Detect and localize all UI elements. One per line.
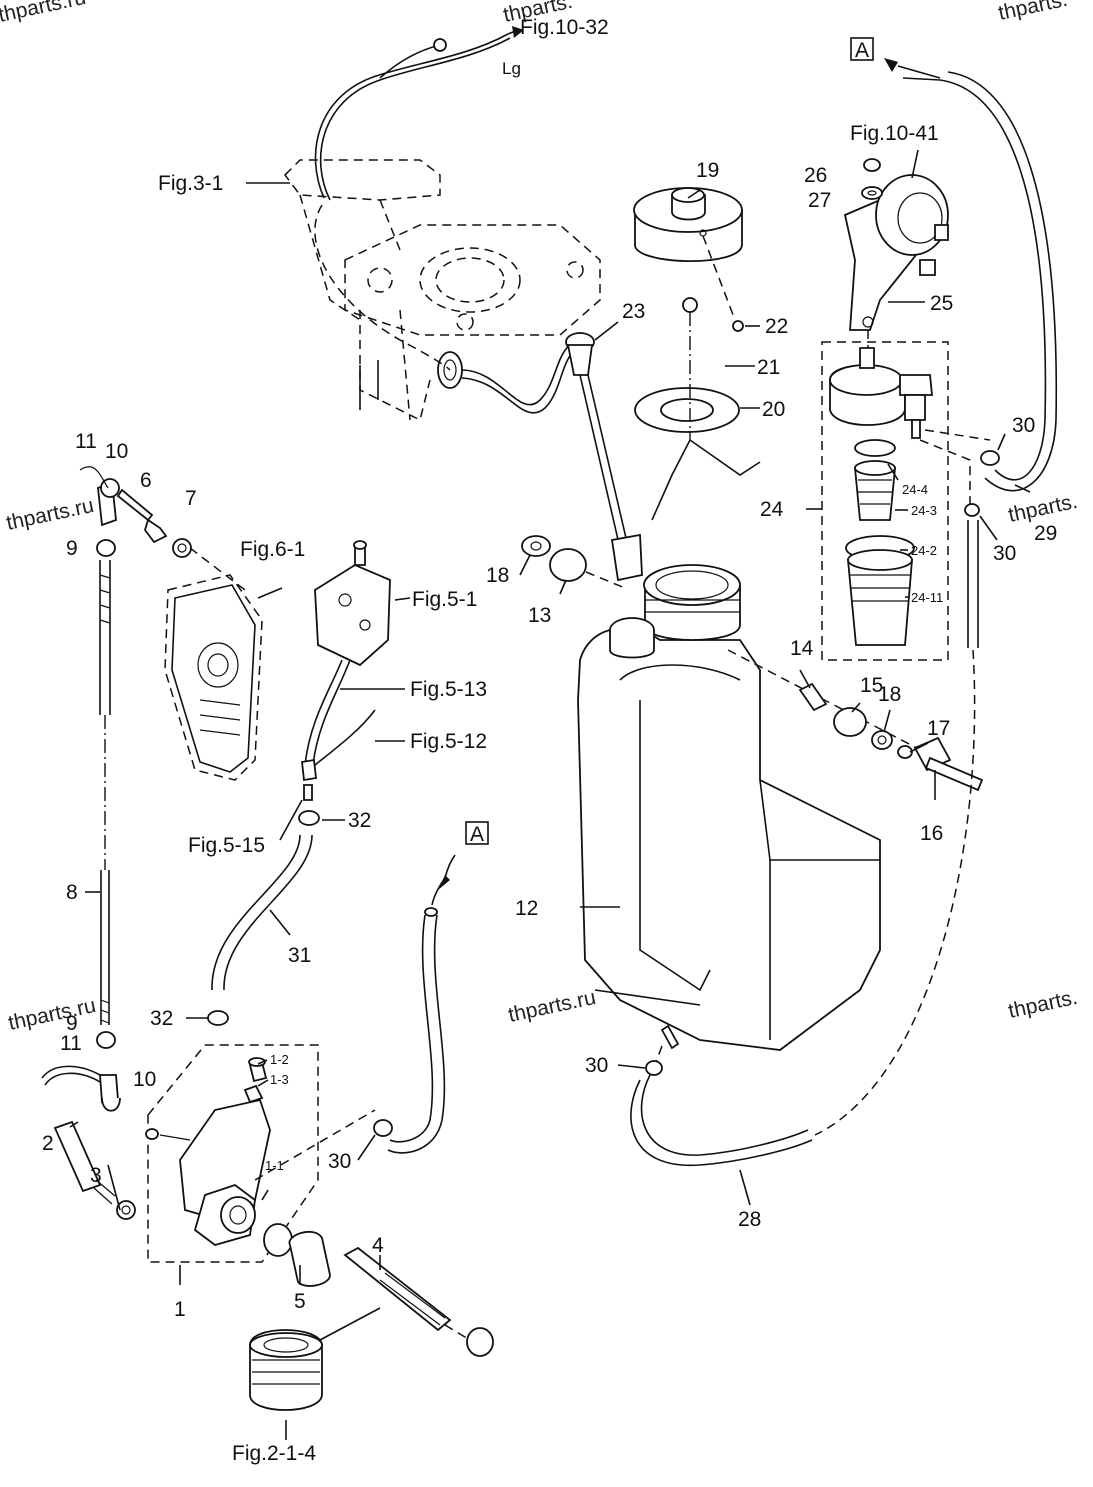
part-label: 30: [1012, 414, 1035, 437]
ref-fig-3-1: Fig.3-1: [158, 172, 223, 195]
ref-fig-6-1: Fig.6-1: [240, 538, 305, 561]
connector-label: A: [855, 39, 869, 62]
part-label: 13: [528, 604, 551, 627]
watermark: thparts.ru: [0, 0, 88, 27]
oil-pump: [145, 1057, 376, 1257]
part-label: 1: [174, 1298, 186, 1321]
ref-fig-5-12: Fig.5-12: [410, 730, 487, 753]
oil-tank-cap: [633, 187, 743, 263]
part-label: 4: [372, 1234, 384, 1257]
part-label: 24-4: [902, 482, 928, 497]
part-label: 24-11: [911, 590, 943, 605]
fig-6-1-bracket: [164, 574, 263, 781]
connector-mark-top: A: [850, 37, 874, 62]
dipstick: [565, 332, 643, 582]
watermark: thparts.: [996, 0, 1069, 25]
part-label: 9: [66, 537, 78, 560]
part-label: 21: [757, 356, 780, 379]
cap-chain: [651, 235, 761, 521]
ref-fig-10-41: Fig.10-41: [850, 122, 939, 145]
washer-18: [521, 535, 551, 557]
part-label: 30: [585, 1054, 608, 1077]
nut-13: [549, 548, 587, 582]
screw-22: [732, 320, 744, 332]
part-label: 29: [1034, 522, 1057, 545]
part-label: 18: [878, 683, 901, 706]
part-label: 14: [790, 637, 814, 660]
part-label: 28: [738, 1208, 761, 1231]
oil-hose-to-a: [373, 854, 456, 1154]
part-label: 8: [66, 881, 78, 904]
part-label: 31: [288, 944, 311, 967]
wire-harness: [314, 26, 586, 414]
oil-tank: [577, 564, 881, 1051]
part-label: 32: [348, 809, 371, 832]
ref-fig-2-1-4: Fig.2-1-4: [232, 1442, 316, 1465]
leader-lines: [69, 149, 1031, 1440]
ref-fig-10-32: Fig.10-32: [520, 16, 609, 39]
part-label: 22: [765, 315, 788, 338]
figure-references: Fig.10-32 Fig.3-1 Fig.10-41 Fig.6-1 Fig.…: [158, 16, 939, 1465]
part-label: 30: [328, 1150, 351, 1173]
watermark: thparts.ru: [506, 986, 598, 1027]
part-label: 12: [515, 897, 538, 920]
ref-fig-5-1: Fig.5-1: [412, 588, 477, 611]
wire-color-code: Lg: [502, 59, 521, 78]
part-label: 32: [150, 1007, 173, 1030]
filter-bracket: [843, 158, 949, 348]
filter-assembly-box: [821, 341, 949, 661]
part-number-labels: 1 1-1 1-2 1-3 2 3 4 5 6 7 8 9 9 10 10 11…: [42, 159, 1057, 1321]
arrow-icon: [512, 26, 524, 38]
watermark: thparts.: [1006, 986, 1079, 1023]
part-label: 1-3: [270, 1072, 289, 1087]
ref-fig-5-15: Fig.5-15: [188, 834, 265, 857]
part-label: 7: [185, 487, 197, 510]
part-label: 10: [105, 440, 128, 463]
part-label: 16: [920, 822, 943, 845]
oil-filter-assembly: [829, 347, 933, 646]
part-label: 24: [760, 498, 784, 521]
watermark: thparts.ru: [4, 494, 96, 535]
part-label: 5: [294, 1290, 306, 1313]
engine-block-drawing: [284, 159, 601, 422]
part-label: 20: [762, 398, 785, 421]
part-label: 9: [66, 1012, 78, 1035]
arrow-icon: [884, 58, 898, 72]
part-label: 25: [930, 292, 953, 315]
part-label: 15: [860, 674, 883, 697]
part-label: 19: [696, 159, 719, 182]
oil-pump-box: [147, 1044, 319, 1263]
watermark: thparts.ru: [6, 994, 98, 1035]
fig-5-1-pump: [207, 540, 391, 1026]
pump-drive-shaft: [249, 1230, 494, 1411]
ref-fig-5-13: Fig.5-13: [410, 678, 487, 701]
part-label: 17: [927, 717, 950, 740]
part-label: 6: [140, 469, 152, 492]
part-label: 18: [486, 564, 509, 587]
part-label: 26: [804, 164, 827, 187]
part-label: 1-1: [265, 1158, 284, 1173]
oil-hose-28: [630, 439, 980, 1167]
connector-mark-left: A: [465, 821, 489, 846]
part-label: 11: [75, 430, 97, 453]
part-label: 3: [90, 1164, 102, 1187]
oil-hose-29: [884, 58, 1058, 492]
cap-gasket: [634, 387, 740, 433]
part-label: 27: [808, 189, 831, 212]
part-label: 24-2: [911, 543, 937, 558]
tank-mount-hardware: [727, 649, 984, 792]
part-label: 1-2: [270, 1052, 289, 1067]
part-label: 23: [622, 300, 645, 323]
part-label: 2: [42, 1132, 54, 1155]
part-label: 30: [993, 542, 1016, 565]
connector-label: A: [470, 823, 484, 846]
part-label: 24-3: [911, 503, 937, 518]
part-label: 10: [133, 1068, 156, 1091]
part-label: 11: [60, 1032, 82, 1055]
pump-rod-assembly: [41, 466, 246, 1220]
arrow-icon: [438, 875, 450, 890]
